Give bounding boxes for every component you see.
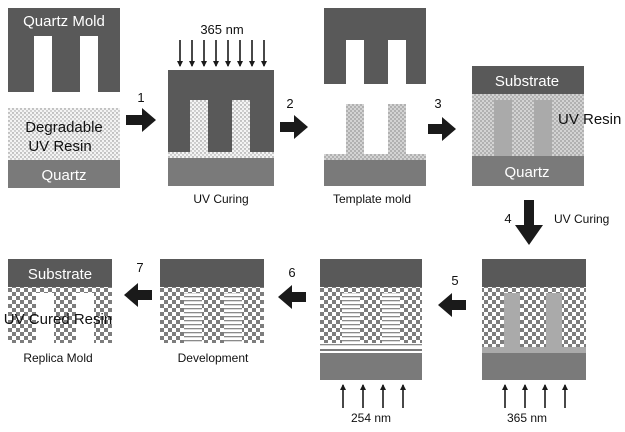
degraded-pillar-right	[382, 293, 400, 343]
quartz-mold	[8, 8, 120, 92]
degradable-resin	[8, 108, 120, 160]
panel-2: 365 nm UV Curing	[168, 22, 274, 206]
step-1-number: 1	[137, 90, 144, 105]
cured-resin-6	[320, 287, 422, 343]
step-3-arrow	[428, 117, 456, 141]
substrate-7	[160, 259, 264, 287]
step-6-arrow	[278, 285, 306, 309]
degraded-pillar-left	[342, 293, 360, 343]
resin-pillar-right	[232, 100, 250, 152]
panel-5: 365 nm	[482, 259, 586, 425]
uv-curing-label: UV Curing	[193, 192, 248, 206]
step-5-arrow	[438, 293, 466, 317]
uv-curing-label-2: UV Curing	[554, 212, 609, 226]
quartz-label: Quartz	[41, 167, 86, 184]
replica-mold-label: Replica Mold	[23, 351, 92, 365]
developing-pillar-left	[184, 293, 202, 343]
panel-6: 254 nm	[320, 259, 422, 425]
panel-7: Development	[160, 259, 264, 365]
degraded-residual	[320, 343, 422, 347]
resin-pillar-left	[190, 100, 208, 152]
quartz-mold-lifted	[324, 8, 426, 84]
substrate-top	[472, 66, 584, 94]
step-4-number: 4	[504, 211, 511, 226]
quartz-base-4	[472, 156, 584, 186]
panel-3: Template mold	[324, 8, 426, 206]
template-residual	[324, 154, 426, 160]
uv-365-bottom-label: 365 nm	[507, 411, 547, 425]
step-6-number: 6	[288, 265, 295, 280]
step-2-arrow	[280, 115, 308, 139]
panel-1: Quartz Mold Degradable UV Resin Quartz	[8, 8, 120, 188]
template-mold-label: Template mold	[333, 192, 411, 206]
quartz-label-2: Quartz	[504, 164, 549, 181]
uv-arrows-365-bottom	[502, 384, 568, 408]
degradable-label-1: Degradable	[25, 119, 103, 136]
substrate-label: Substrate	[495, 73, 559, 90]
substrate-6	[320, 259, 422, 287]
cured-resin-7	[160, 287, 264, 343]
uv-resin-label: UV Resin	[558, 111, 621, 128]
step-3-number: 3	[434, 96, 441, 111]
degradable-label-2: UV Resin	[28, 138, 91, 155]
substrate-5	[482, 259, 586, 287]
uv-arrows-top	[177, 40, 267, 67]
step-1-arrow	[126, 108, 156, 132]
quartz-base-3	[324, 160, 426, 186]
quartz-base-6	[320, 353, 422, 380]
template-pillar-right-5	[546, 293, 562, 347]
template-pillar-left-4	[494, 100, 512, 156]
quartz-base-5	[482, 353, 586, 380]
uv-resin-fill	[472, 94, 584, 156]
step-5-number: 5	[451, 273, 458, 288]
resin-residual-layer	[168, 152, 274, 158]
uv-365-top-label: 365 nm	[200, 22, 243, 37]
quartz-base-2	[168, 158, 274, 186]
quartz-base	[8, 160, 120, 188]
uv-arrows-254	[340, 384, 406, 408]
template-residual-5	[482, 347, 586, 353]
template-pillar-right	[388, 104, 406, 154]
step-7-number: 7	[136, 260, 143, 275]
template-pillar-left-5	[504, 293, 520, 347]
template-pillar-right-4	[534, 100, 552, 156]
panel-8: Substrate UV Cured Resin Replica Mold	[4, 259, 112, 365]
developing-pillar-right	[224, 293, 242, 343]
mold-body	[168, 70, 274, 152]
step-2-number: 2	[286, 96, 293, 111]
panel-4: Substrate Quartz UV Resin	[472, 66, 621, 186]
step-4-arrow	[515, 200, 543, 245]
uv-254-label: 254 nm	[351, 411, 391, 425]
substrate-8	[8, 259, 112, 287]
substrate-label-2: Substrate	[28, 266, 92, 283]
replica-resin	[8, 287, 112, 343]
template-pillar-left	[346, 104, 364, 154]
step-7-arrow	[124, 283, 152, 307]
development-label: Development	[178, 351, 249, 365]
uv-cured-resin-label: UV Cured Resin	[4, 311, 112, 328]
quartz-mold-label: Quartz Mold	[23, 13, 105, 30]
cured-resin-5	[482, 287, 586, 347]
separation-gap-line	[320, 349, 422, 351]
